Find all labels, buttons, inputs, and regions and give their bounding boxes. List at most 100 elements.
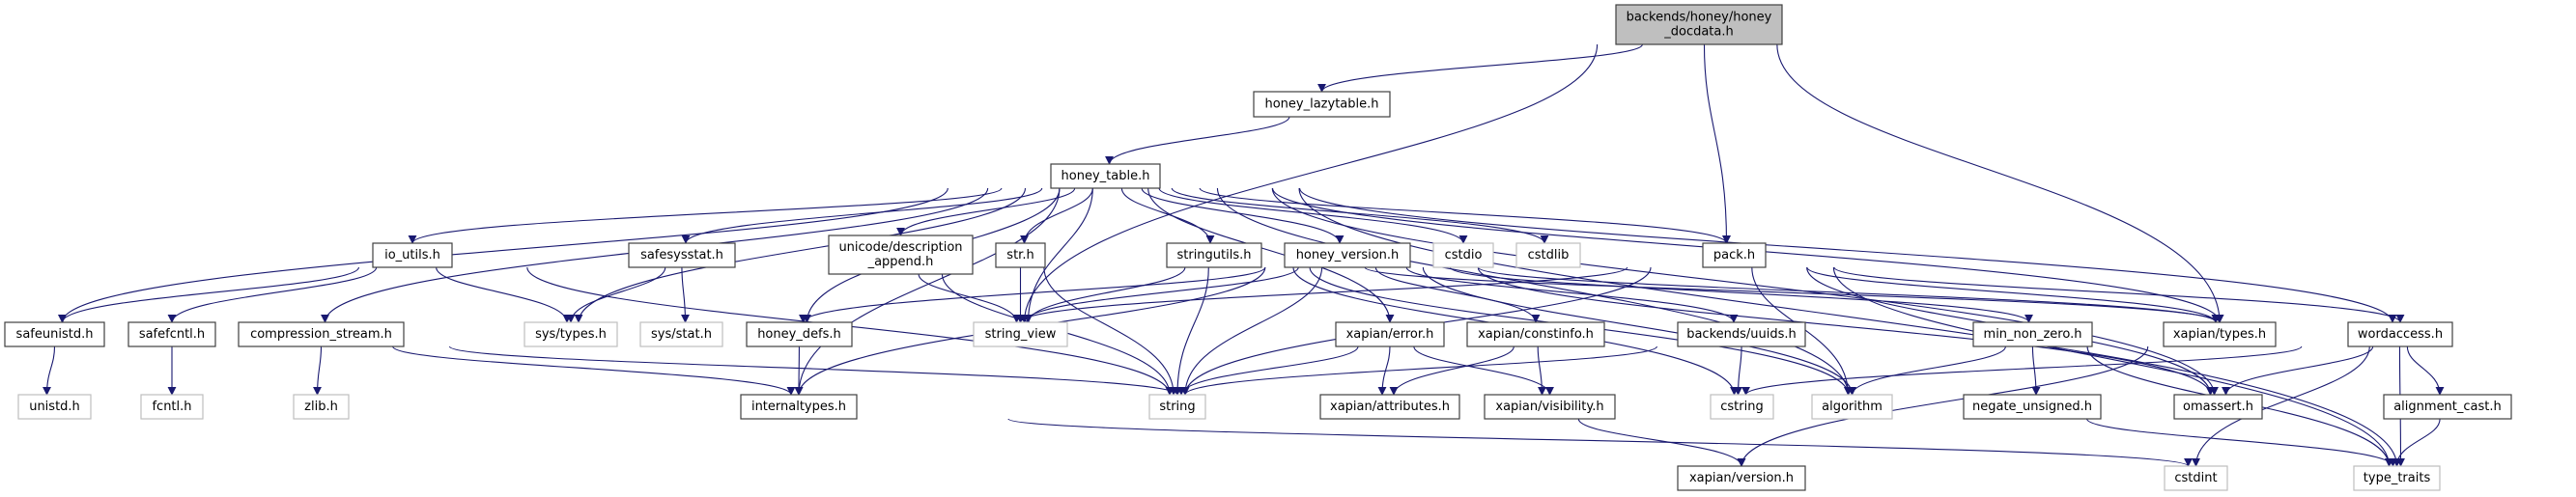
edge-table-to-safesysstat	[681, 187, 1043, 244]
node-internaltypes[interactable]: internaltypes.h	[740, 394, 858, 420]
node-label: xapian/constinfo.h	[1478, 327, 1594, 342]
node-label: _docdata.h	[1663, 25, 1734, 40]
node-box	[1432, 242, 1494, 268]
node-string[interactable]: string	[1148, 394, 1206, 420]
node-box	[1677, 465, 1806, 491]
node-stringutils[interactable]: stringutils.h	[1166, 242, 1262, 268]
edge-version-to-string_view	[1020, 266, 1299, 323]
node-str[interactable]: str.h	[995, 242, 1046, 268]
node-attributes[interactable]: xapian/attributes.h	[1319, 394, 1460, 420]
edge-wordaccess-to-alignment_cast	[2406, 345, 2445, 396]
node-cstdlib[interactable]: cstdlib	[1515, 242, 1581, 268]
node-xtypes[interactable]: xapian/types.h	[2163, 321, 2277, 347]
edge-table-to-algorithm	[1216, 187, 1853, 396]
node-docdata[interactable]: backends/honey/honey_docdata.h	[1615, 4, 1783, 45]
node-type_traits[interactable]: type_traits	[2353, 465, 2441, 491]
node-min_non_zero[interactable]: min_non_zero.h	[1972, 321, 2093, 347]
edge-wordaccess-to-cstdint	[2192, 345, 2370, 467]
edge-version-to-omassert	[1477, 266, 2215, 396]
edge-pack-to-type_traits	[1832, 266, 2393, 467]
node-label: compression_stream.h	[250, 327, 392, 342]
edge-docdata-to-pack	[1703, 43, 1731, 244]
nodes-layer: backends/honey/honey_docdata.h honey_lazy…	[4, 4, 2512, 491]
node-label: stringutils.h	[1176, 248, 1251, 262]
edge-docdata-to-string_view	[1020, 43, 1599, 323]
node-label: safefcntl.h	[139, 327, 205, 342]
node-box	[372, 242, 453, 268]
node-systypes[interactable]: sys/types.h	[524, 321, 618, 347]
node-box	[293, 394, 350, 420]
edge-xerror-to-visibility	[1413, 345, 1554, 396]
node-label: backends/uuids.h	[1686, 327, 1797, 342]
node-visibility[interactable]: xapian/visibility.h	[1484, 394, 1616, 420]
node-xversion[interactable]: xapian/version.h	[1677, 465, 1806, 491]
node-negate[interactable]: negate_unsigned.h	[1963, 394, 2102, 420]
edge-table-to-wordaccess	[1299, 187, 2397, 323]
node-wordaccess[interactable]: wordaccess.h	[2347, 321, 2453, 347]
edge-alignment_cast-to-type_traits	[2392, 418, 2441, 467]
edge-version-to-string	[1180, 266, 1323, 396]
edge-io_utils-to-safeunistd	[58, 266, 359, 323]
node-box	[1515, 242, 1581, 268]
node-box	[238, 321, 405, 347]
node-xerror[interactable]: xapian/error.h	[1335, 321, 1445, 347]
edge-unicode-to-string_view	[918, 273, 1021, 323]
node-box	[746, 321, 853, 347]
node-defs[interactable]: honey_defs.h	[746, 321, 853, 347]
node-box	[17, 394, 92, 420]
node-uuids[interactable]: backends/uuids.h	[1677, 321, 1806, 347]
edge-xerror-to-string	[1176, 345, 1359, 396]
node-cstring[interactable]: cstring	[1710, 394, 1774, 420]
edge-table-to-pack	[1199, 187, 1731, 244]
node-box	[1702, 242, 1767, 268]
node-version[interactable]: honey_version.h	[1284, 242, 1411, 268]
node-table[interactable]: honey_table.h	[1050, 163, 1161, 189]
edge-table-to-safeunistd	[58, 187, 948, 323]
node-fcntl[interactable]: fcntl.h	[140, 394, 204, 420]
node-pack[interactable]: pack.h	[1702, 242, 1767, 268]
node-box	[1466, 321, 1605, 347]
node-omassert[interactable]: omassert.h	[2173, 394, 2263, 420]
node-string_view[interactable]: string_view	[973, 321, 1068, 347]
node-compression[interactable]: compression_stream.h	[238, 321, 405, 347]
node-safeunistd[interactable]: safeunistd.h	[4, 321, 105, 347]
node-label: honey_defs.h	[757, 327, 841, 342]
edge-table-to-cstdio	[1158, 187, 1468, 244]
node-constinfo[interactable]: xapian/constinfo.h	[1466, 321, 1605, 347]
node-cstdint[interactable]: cstdint	[2164, 465, 2228, 491]
node-lazytable[interactable]: honey_lazytable.h	[1253, 91, 1391, 118]
node-alignment_cast[interactable]: alignment_cast.h	[2383, 394, 2512, 420]
node-box	[1972, 321, 2093, 347]
node-box	[1963, 394, 2102, 420]
node-unicode[interactable]: unicode/description_append.h	[828, 235, 974, 275]
node-safefcntl[interactable]: safefcntl.h	[127, 321, 216, 347]
edge-wordaccess-to-cstring	[1741, 345, 2303, 396]
edge-table-to-xerror	[1147, 187, 1395, 323]
node-sysstat[interactable]: sys/stat.h	[639, 321, 723, 347]
node-label: xapian/attributes.h	[1330, 400, 1450, 414]
edge-internaltypes-to-cstdint	[1007, 418, 2193, 467]
edge-wordaccess-to-omassert	[2222, 345, 2374, 396]
node-label: xapian/visibility.h	[1495, 400, 1603, 414]
node-algorithm[interactable]: algorithm	[1811, 394, 1893, 420]
node-box	[2164, 465, 2228, 491]
edge-pack-to-string_view	[1016, 266, 1628, 323]
edge-table-to-version	[1141, 187, 1345, 244]
node-label: sys/stat.h	[651, 327, 712, 342]
edge-min_non_zero-to-algorithm	[1848, 345, 2006, 396]
edge-negate-to-type_traits	[2086, 418, 2397, 467]
node-io_utils[interactable]: io_utils.h	[372, 242, 453, 268]
node-box	[973, 321, 1068, 347]
node-unistd[interactable]: unistd.h	[17, 394, 92, 420]
node-cstdio[interactable]: cstdio	[1432, 242, 1494, 268]
node-label: fcntl.h	[152, 400, 191, 414]
edge-io_utils-to-safefcntl	[167, 266, 378, 323]
node-label: pack.h	[1713, 248, 1755, 262]
node-safesysstat[interactable]: safesysstat.h	[628, 242, 736, 268]
node-zlib[interactable]: zlib.h	[293, 394, 350, 420]
node-label: type_traits	[2364, 471, 2431, 485]
node-label: xapian/error.h	[1346, 327, 1434, 342]
node-box	[2347, 321, 2453, 347]
node-box	[1050, 163, 1161, 189]
node-box	[1284, 242, 1411, 268]
